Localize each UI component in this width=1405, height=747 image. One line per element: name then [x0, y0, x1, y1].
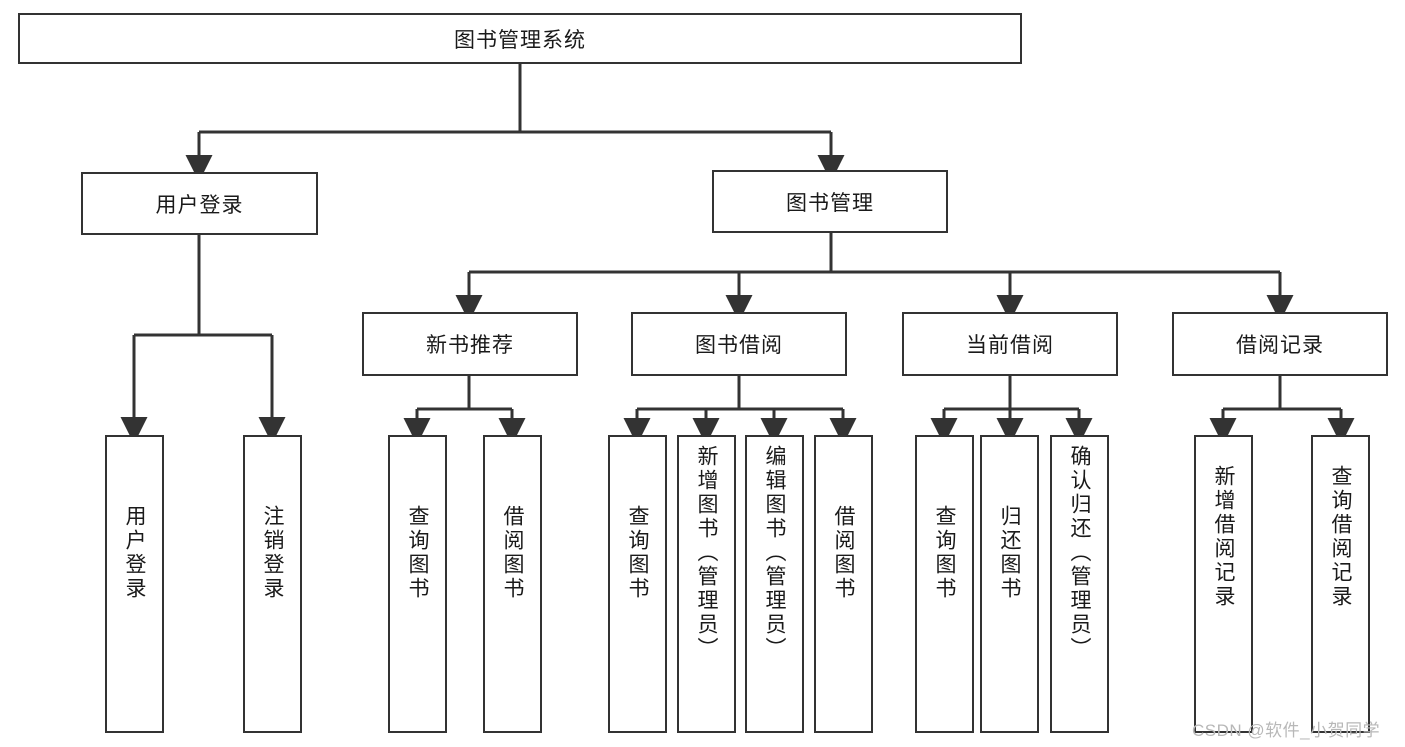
node-leaf-query-book-2[interactable]: 查询图书	[608, 435, 667, 733]
node-leaf-add-record[interactable]: 新增借阅记录	[1194, 435, 1253, 733]
node-borrow-record-label: 借阅记录	[1236, 334, 1324, 357]
node-book-manage-label: 图书管理	[786, 191, 874, 215]
node-leaf-borrow-book-1[interactable]: 借阅图书	[483, 435, 542, 733]
watermark: CSDN @软件_小贺同学	[1192, 721, 1381, 740]
node-book-borrow-label: 图书借阅	[695, 334, 783, 357]
node-leaf-user-login[interactable]: 用户登录	[105, 435, 164, 733]
connector-book-borrow-to-leaves	[623, 376, 857, 445]
node-leaf-confirm-return[interactable]: 确认归还（管理员）	[1050, 435, 1109, 733]
node-borrow-record[interactable]: 借阅记录	[1172, 312, 1388, 376]
node-leaf-query-book-3[interactable]: 查询图书	[915, 435, 974, 733]
connector-current-borrow-to-leaves	[930, 376, 1093, 445]
connector-user-login-to-leaves	[120, 235, 286, 444]
connector-book-manage-to-level3	[455, 233, 1294, 322]
node-current-borrow-label: 当前借阅	[966, 334, 1054, 357]
node-user-login[interactable]: 用户登录	[81, 172, 318, 235]
node-leaf-user-logout[interactable]: 注销登录	[243, 435, 302, 733]
node-leaf-query-book-3-label: 查询图书	[933, 505, 956, 601]
node-user-login-label: 用户登录	[155, 193, 244, 217]
node-leaf-query-book-2-label: 查询图书	[626, 505, 649, 601]
node-book-manage[interactable]: 图书管理	[712, 170, 948, 233]
node-leaf-query-book-1-label: 查询图书	[406, 505, 429, 601]
connector-borrow-record-to-leaves	[1209, 376, 1355, 445]
node-leaf-query-record[interactable]: 查询借阅记录	[1311, 435, 1370, 733]
node-leaf-return-book-label: 归还图书	[998, 505, 1021, 601]
node-root[interactable]: 图书管理系统	[18, 13, 1022, 64]
node-book-borrow[interactable]: 图书借阅	[631, 312, 847, 376]
node-leaf-borrow-book-2[interactable]: 借阅图书	[814, 435, 873, 733]
node-leaf-return-book[interactable]: 归还图书	[980, 435, 1039, 733]
connector-root-to-level2	[185, 64, 845, 182]
node-new-book-rec[interactable]: 新书推荐	[362, 312, 578, 376]
node-leaf-borrow-book-1-label: 借阅图书	[501, 505, 524, 601]
node-leaf-edit-book[interactable]: 编辑图书（管理员）	[745, 435, 804, 733]
node-leaf-edit-book-label: 编辑图书（管理员）	[763, 445, 786, 661]
node-leaf-user-login-label: 用户登录	[123, 505, 146, 601]
node-leaf-confirm-return-label: 确认归还（管理员）	[1068, 445, 1091, 661]
connector-new-book-rec-to-leaves	[403, 376, 526, 445]
node-leaf-query-record-label: 查询借阅记录	[1329, 465, 1352, 609]
node-root-label: 图书管理系统	[454, 28, 586, 52]
node-new-book-rec-label: 新书推荐	[426, 334, 514, 357]
node-current-borrow[interactable]: 当前借阅	[902, 312, 1118, 376]
node-leaf-add-book-label: 新增图书（管理员）	[695, 445, 718, 661]
node-leaf-query-book-1[interactable]: 查询图书	[388, 435, 447, 733]
node-leaf-borrow-book-2-label: 借阅图书	[832, 505, 855, 601]
node-leaf-add-record-label: 新增借阅记录	[1212, 465, 1235, 609]
node-leaf-user-logout-label: 注销登录	[261, 505, 284, 601]
node-leaf-add-book[interactable]: 新增图书（管理员）	[677, 435, 736, 733]
